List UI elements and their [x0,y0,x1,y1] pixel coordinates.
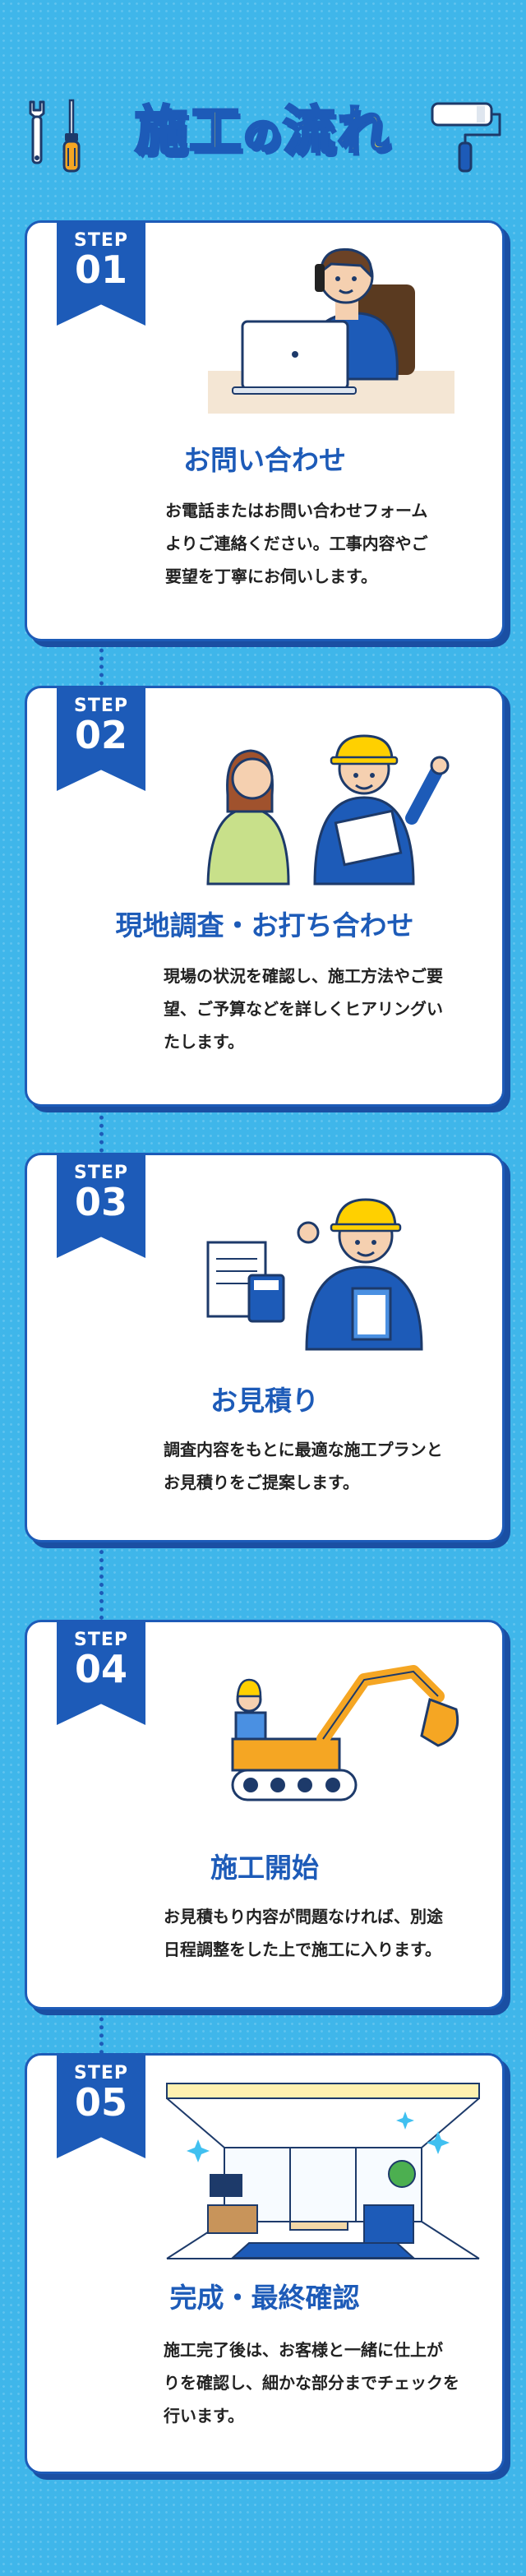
step-description: 現場の状況を確認し、施工方法やご要 望、ご予算などを詳しくヒアリングい たします… [164,966,443,1052]
step-label: STEP [73,1163,128,1183]
step-description: 施工完了後は、お客様と一緒に仕上が りを確認し、細かな部分までチェックを 行いま… [164,2340,459,2426]
step-card-4: STEP 04 施工開始 お見積もり内容が問題なければ、別途 日程調整をした上で… [25,1620,505,2009]
page-title: 施工の流れ [134,100,391,164]
screwdriver-icon [62,99,81,173]
step-description: 調査内容をもとに最適な施工プランと お見積りをご提案します。 [164,1440,443,1492]
step-card-1: STEP 01 お問い合わせ お電話またはお問い合わせフォーム よりご連絡くださ… [25,220,505,641]
step-description: お電話またはお問い合わせフォーム よりご連絡ください。工事内容やご 要望を丁寧に… [165,501,428,586]
step-label: STEP [73,696,128,716]
step-card-5: STEP 05 完成・最終確認 施工完了後は、お客様と一緒に仕上が [25,2053,505,2474]
step-title: 現地調査・お打ち合わせ [115,909,414,941]
step-badge: STEP 03 [57,1153,145,1258]
step-number: 01 [74,247,127,292]
header: 施工の流れ [0,0,526,197]
step-number: 04 [74,1647,127,1691]
step-badge: STEP 01 [57,220,145,326]
step-card-3: STEP 03 お見積り 調査内容をもとに最適な施工プランと お見積りをご提案し… [25,1153,505,1542]
step-title: お問い合わせ [183,444,346,476]
estimate-illustration [206,1198,423,1351]
site-survey-illustration [206,734,450,886]
step-badge: STEP 04 [57,1620,145,1725]
wrench-icon [29,100,45,164]
excavator-illustration [231,1665,459,1801]
step-badge: STEP 05 [57,2053,145,2158]
step-badge: STEP 02 [57,686,145,791]
step-label: STEP [73,2063,128,2083]
step-title: お見積り [210,1385,319,1417]
finished-room-illustration [166,2083,480,2259]
paint-roller-icon [431,102,501,173]
step-number: 02 [74,713,127,757]
step-card-2: STEP 02 現地調査・お打ち合わせ 現場の状況を確認し、施工方法やご要 望、… [25,686,505,1107]
step-title: 施工開始 [210,1852,319,1884]
step-number: 05 [74,2080,127,2125]
step-description: お見積もり内容が問題なければ、別途 日程調整をした上で施工に入ります。 [164,1907,443,1959]
phone-call-illustration [208,247,454,414]
step-title: 完成・最終確認 [169,2282,360,2314]
step-label: STEP [73,1630,128,1650]
step-number: 03 [74,1180,127,1224]
step-label: STEP [73,230,128,251]
